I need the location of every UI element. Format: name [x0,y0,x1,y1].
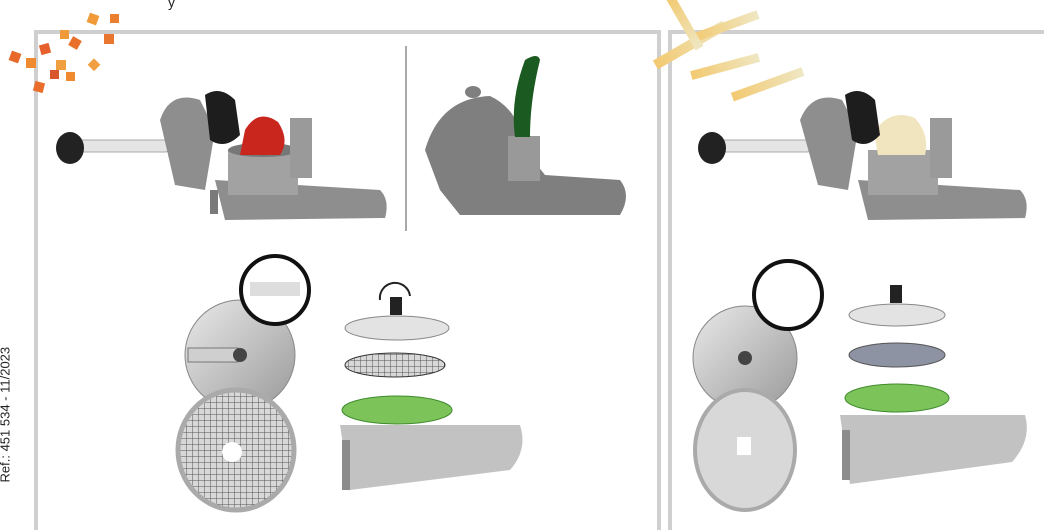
assembly-stack-right-illustration [840,285,1027,484]
julienne-disc-illustration [693,261,822,510]
assembly-stack-illustration [340,283,522,490]
slicing-disc-illustration [185,256,309,410]
machine-zucchini-illustration [425,56,626,215]
machine-fries-illustration [698,91,1027,220]
machine-dicing-illustration [56,91,387,220]
diced-vegetables-icon [9,13,119,94]
fries-icon [653,0,805,101]
dicing-grid-illustration [178,390,294,510]
